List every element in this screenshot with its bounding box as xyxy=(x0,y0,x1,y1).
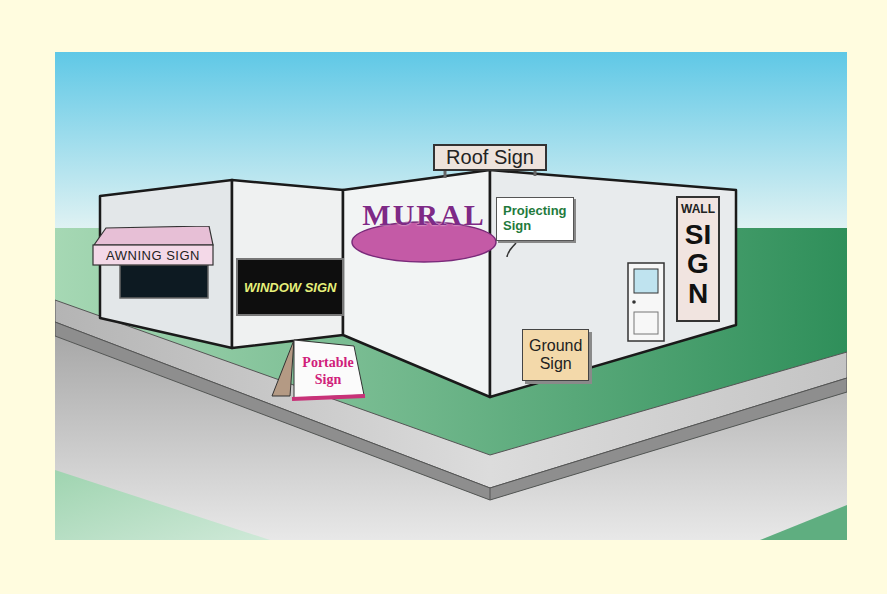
awning-sign: AWNING SIGN xyxy=(92,226,214,266)
curb-edge xyxy=(490,488,491,500)
sign-text: Roof Sign xyxy=(446,146,534,169)
sign-back xyxy=(272,340,294,396)
lawn-corner xyxy=(55,470,270,540)
roof-sign: Roof Sign xyxy=(433,144,547,171)
door-panel xyxy=(634,312,658,334)
sign-front xyxy=(294,340,364,398)
side-wall xyxy=(490,170,736,397)
sign-text: Ground Sign xyxy=(529,337,582,372)
sign-text: Portable Sign xyxy=(302,354,353,389)
awning-front xyxy=(93,245,213,265)
sign-text: WALL xyxy=(681,202,715,216)
sign-base xyxy=(292,396,365,399)
text-area: MURAL xyxy=(349,197,499,233)
sign-text: SIGN xyxy=(684,220,712,308)
sign-text: WINDOW SIGN xyxy=(244,280,336,295)
lawn-corner xyxy=(760,505,847,540)
door xyxy=(628,263,664,341)
sign-text: Projecting Sign xyxy=(503,204,567,234)
door-window xyxy=(634,269,658,293)
door-handle xyxy=(632,300,636,304)
text-area: AWNING SIGN xyxy=(94,246,212,265)
sign-text: AWNING SIGN xyxy=(106,248,200,263)
awning-window xyxy=(120,265,208,298)
awning-top xyxy=(94,226,213,245)
wall-sign: WALL SIGN xyxy=(676,196,720,322)
portable-sign: Portable Sign xyxy=(268,338,366,402)
projecting-sign: Projecting Sign xyxy=(496,197,574,241)
sign-bracket xyxy=(507,243,516,257)
ground-sign: Ground Sign xyxy=(522,329,589,381)
text-area: Portable Sign xyxy=(298,348,358,394)
sign-outline xyxy=(268,338,366,402)
main-wall xyxy=(343,170,490,397)
mural-sign: MURAL xyxy=(349,197,499,263)
sign-text: MURAL xyxy=(362,198,485,232)
window-sign: WINDOW SIGN xyxy=(236,258,344,316)
